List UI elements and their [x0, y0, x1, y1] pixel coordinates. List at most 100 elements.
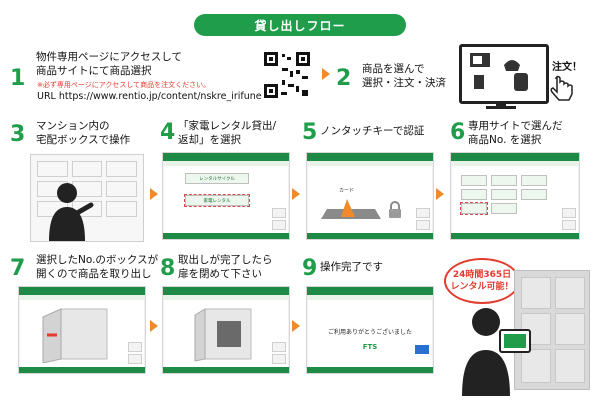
- locker-door: [521, 349, 551, 383]
- card-reader-icon: [321, 199, 381, 219]
- step-4-number: 4: [160, 120, 176, 145]
- thanks-message: ご利用ありがとうございました: [327, 329, 412, 336]
- step-8-screen: [162, 286, 290, 374]
- lock-icon: [389, 201, 401, 218]
- side-button[interactable]: [272, 208, 286, 218]
- screen-footer-bar: [163, 233, 289, 239]
- step-5-line-1: ノンタッチキーで認証: [320, 125, 425, 137]
- step-1-url[interactable]: URL https://www.rentio.jp/content/nskre_…: [37, 91, 262, 102]
- screen-footer-bar: [307, 367, 433, 373]
- locker-door: [555, 277, 585, 309]
- product-number-button[interactable]: [461, 175, 487, 186]
- screen-subheader-bar: [451, 161, 579, 166]
- step-4-line-1: 「家電レンタル貸出/: [178, 120, 277, 132]
- selected-product-button[interactable]: [460, 202, 488, 215]
- person-operating-icon: [49, 183, 94, 241]
- locker-door: [555, 349, 585, 383]
- side-button[interactable]: [128, 342, 142, 352]
- product-number-button[interactable]: [521, 175, 547, 186]
- step-1-url-label: URL: [37, 91, 56, 102]
- step-5-text: ノンタッチキーで認証: [320, 124, 424, 138]
- box-cell: [106, 181, 137, 197]
- screen-footer-bar: [163, 367, 289, 373]
- box-cell: [71, 161, 103, 177]
- side-button[interactable]: [562, 208, 576, 218]
- step-7-number: 7: [10, 256, 26, 281]
- side-button[interactable]: [416, 220, 430, 230]
- side-button[interactable]: [272, 220, 286, 230]
- flow-arrow: [292, 320, 300, 332]
- step-2-line-2: 選択・注文・決済: [362, 77, 446, 89]
- screen-header-bar: [307, 153, 433, 161]
- step-9-line-1: 操作完了です: [320, 261, 383, 273]
- box-cell: [37, 161, 68, 177]
- side-button[interactable]: [272, 342, 286, 352]
- finish-button[interactable]: [415, 345, 429, 354]
- order-bubble-text: 注文！: [552, 62, 582, 73]
- screen-header-bar: [307, 287, 433, 295]
- screen-footer-bar: [19, 367, 145, 373]
- step-6-screen: [450, 152, 580, 240]
- 24h-rental-badge: 24時間365日 レンタル可能！: [444, 258, 520, 304]
- step-1-url-value[interactable]: https://www.rentio.jp/content/nskre_irif…: [58, 91, 262, 102]
- tv-monitor-illustration: [459, 44, 549, 104]
- qr-code-icon: [262, 50, 312, 100]
- step-3-text: マンション内の 宅配ボックスで操作: [36, 119, 130, 147]
- step-9-number: 9: [302, 256, 318, 281]
- screen-header-bar: [163, 287, 289, 295]
- badge-line-1: 24時間365日: [452, 270, 512, 280]
- screen-subheader-bar: [19, 295, 145, 300]
- product-number-button[interactable]: [491, 189, 517, 200]
- step-7-screen: [18, 286, 146, 374]
- side-button[interactable]: [128, 354, 142, 364]
- step-1-line-1: 物件専用ページにアクセスして: [36, 51, 182, 63]
- locker-door: [555, 313, 585, 345]
- rental-cycle-button[interactable]: レンタルサイクル: [185, 173, 249, 184]
- step-7-line-1: 選択したNo.のボックスが: [36, 254, 159, 266]
- hand-tap-illustration: [547, 74, 575, 104]
- product-number-button[interactable]: [491, 175, 517, 186]
- delivery-box-illustration: [30, 154, 144, 242]
- side-button[interactable]: [272, 354, 286, 364]
- box-cell: [106, 201, 137, 217]
- step-8-line-2: 扉を閉めて下さい: [178, 268, 262, 280]
- badge-line-2: レンタル可能！: [450, 282, 514, 292]
- fts-logo: FTS: [362, 343, 378, 351]
- tv-base: [486, 106, 516, 109]
- screen-header-bar: [163, 153, 289, 161]
- step-9-screen: ご利用ありがとうございました FTS: [306, 286, 434, 374]
- person-with-tablet-icon: [462, 308, 531, 396]
- step-8-line-1: 取出しが完了したら: [178, 254, 273, 266]
- step-6-number: 6: [450, 120, 466, 145]
- appliance-rental-button[interactable]: 家電レンタル: [184, 194, 250, 207]
- flow-arrow: [436, 188, 444, 200]
- screen-footer-bar: [451, 233, 579, 239]
- step-7-text: 選択したNo.のボックスが 開くので商品を取り出し: [36, 253, 158, 281]
- step-6-line-2: 商品No. を選択: [468, 134, 542, 146]
- flow-arrow: [292, 188, 300, 200]
- tv-stand: [496, 101, 506, 107]
- card-label: カード: [339, 188, 355, 194]
- flow-arrow: [150, 188, 158, 200]
- side-button[interactable]: [416, 208, 430, 218]
- page-title: 貸し出しフロー: [194, 14, 406, 36]
- step-8-number: 8: [160, 256, 176, 281]
- step-2-line-1: 商品を選んで: [362, 63, 425, 75]
- step-1-text: 物件専用ページにアクセスして 商品サイトにて商品選択: [36, 50, 182, 78]
- step-2-number: 2: [336, 66, 352, 91]
- step-5-screen: カード: [306, 152, 434, 240]
- qr-code[interactable]: [262, 50, 312, 100]
- step-4-screen: レンタルサイクル 家電レンタル: [162, 152, 290, 240]
- appliances-icon: [470, 53, 528, 91]
- product-number-button[interactable]: [461, 189, 487, 200]
- step-4-line-2: 返却」を選択: [178, 134, 241, 146]
- side-button[interactable]: [562, 220, 576, 230]
- product-number-button[interactable]: [521, 189, 547, 200]
- step-3-line-1: マンション内の: [36, 120, 110, 132]
- locker-door: [521, 277, 551, 309]
- screen-header-bar: [19, 287, 145, 295]
- product-number-button[interactable]: [491, 203, 517, 214]
- step-3-line-2: 宅配ボックスで操作: [36, 134, 131, 146]
- screen-subheader-bar: [307, 161, 433, 166]
- step-7-line-2: 開くので商品を取り出し: [36, 268, 152, 280]
